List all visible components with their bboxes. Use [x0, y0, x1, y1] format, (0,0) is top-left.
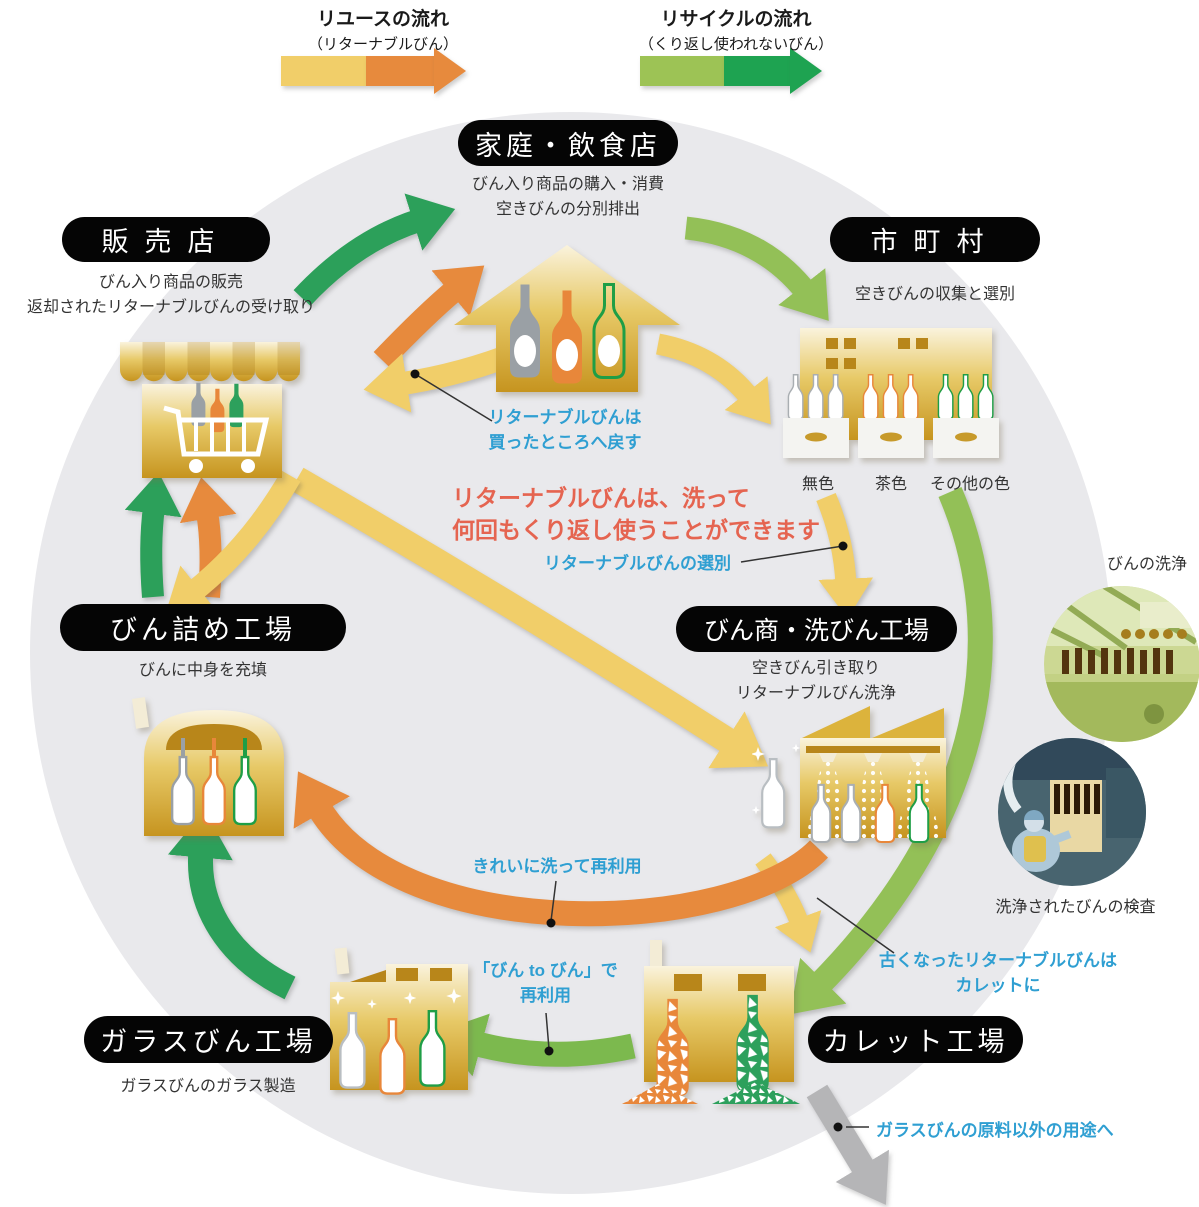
node-bottling-desc: びんに中身を充填 — [98, 658, 308, 683]
legend-recycle: リサイクルの流れ （くり返し使われないびん） — [596, 4, 876, 54]
photo-inspection-label: 洗浄されたびんの検査 — [995, 899, 1156, 916]
leader-dots — [410, 369, 848, 1132]
node-home-desc: びん入り商品の購入・消費 空きびんの分別排出 — [418, 172, 718, 222]
arrow-shop-to-bottling-yellow — [165, 470, 301, 614]
text-line: 空きびんの分別排出 — [495, 201, 640, 218]
node-municipality: 市町村 — [830, 217, 1040, 262]
cullet-factory-illustration — [622, 940, 800, 1104]
legend-reuse-arrow — [281, 48, 466, 94]
node-glass: ガラスびん工場 — [84, 1016, 333, 1063]
note-center: リターナブルびんは、洗って 何回もくり返し使うことができます — [452, 482, 832, 546]
legend-reuse-title: リユースの流れ — [316, 9, 450, 30]
text-line: リターナブルびんは、洗って — [452, 485, 750, 511]
node-shop: 販売店 — [62, 217, 270, 262]
node-glass-label: ガラスびん工場 — [100, 1027, 317, 1057]
arrow-municipality-to-cullet-green — [789, 487, 993, 1015]
text-line: 「びん to びん」で — [473, 961, 618, 980]
note-sorting: リターナブルびんの選別 — [544, 554, 731, 573]
arrow-municipality-to-washer-yellow — [816, 492, 873, 619]
glass-factory-illustration — [330, 947, 468, 1095]
arrow-washer-to-bottling-orange — [293, 771, 828, 927]
text-line: カレットに — [955, 976, 1041, 995]
arrow-shop-to-washer-yellow — [290, 467, 769, 769]
node-shop-desc: びん入り商品の販売 返却されたリターナブルびんの受け取り — [6, 270, 336, 320]
leader-lines — [414, 373, 895, 1128]
note-return-to-shop: リターナブルびんは 買ったところへ戻す — [455, 405, 675, 455]
text-line: 空きびん引き取り — [751, 660, 880, 677]
sparkle-icon — [752, 747, 765, 761]
note-bin-to-bin: 「びん to びん」で 再利用 — [453, 958, 638, 1008]
legend-recycle-subtitle: （くり返し使われないびん） — [638, 36, 834, 53]
text-line: 古くなったリターナブルびんは — [879, 951, 1117, 970]
arrow-cullet-to-other-gray — [806, 1084, 889, 1205]
text-line: 再利用 — [520, 986, 571, 1005]
arrow-home-to-municipality-green — [684, 216, 829, 321]
node-home: 家庭・飲食店 — [458, 120, 678, 166]
node-shop-label: 販売店 — [101, 227, 231, 257]
legend-recycle-arrow — [640, 48, 822, 94]
text-line: びんに中身を充填 — [138, 662, 267, 679]
node-municipality-desc: 空きびんの収集と選別 — [835, 282, 1035, 307]
sparkle-icon — [752, 805, 761, 815]
washer-illustration — [752, 706, 946, 843]
arrow-home-to-municipality-yellow — [655, 333, 771, 425]
node-washer-desc: 空きびん引き取り リターナブルびん洗浄 — [691, 656, 941, 706]
note-wash-reuse: きれいに洗って再利用 — [472, 857, 642, 876]
node-glass-desc: ガラスびんのガラス製造 — [98, 1074, 318, 1099]
note-other-use: ガラスびんの原料以外の用途へ — [876, 1121, 1114, 1140]
photo-washing — [1044, 586, 1199, 742]
text-line: びん入り商品の販売 — [98, 274, 243, 291]
legend-reuse: リユースの流れ （リターナブルびん） — [248, 4, 518, 54]
arrow-washer-to-cullet-yellow — [755, 853, 822, 953]
photo-washing-label: びんの洗浄 — [1106, 556, 1187, 573]
text-line: リターナブルびん洗浄 — [735, 685, 896, 702]
municipality-illustration — [783, 328, 999, 458]
arrow-shop-to-home-orange — [373, 265, 485, 368]
node-washer: びん商・洗びん工場 — [676, 606, 957, 652]
arrow-bottling-to-shop-green — [124, 472, 182, 598]
text-line: リターナブルびんは — [488, 408, 642, 427]
home-illustration — [454, 245, 680, 392]
text-line: 空きびんの収集と選別 — [854, 286, 1015, 303]
arrow-glass-to-bottling-green — [167, 810, 296, 1000]
sparkle-icon — [791, 743, 801, 753]
crate-label-colorless: 無色 — [801, 476, 834, 493]
node-bottling-label: びん詰め工場 — [110, 615, 296, 645]
note-old-to-cullet: 古くなったリターナブルびんは カレットに — [878, 948, 1118, 998]
node-home-label: 家庭・飲食店 — [475, 130, 661, 161]
crate-other-colors — [933, 374, 999, 458]
node-cullet: カレット工場 — [808, 1016, 1023, 1063]
crate-label-other: その他の色 — [929, 476, 1010, 493]
bottling-illustration — [131, 697, 284, 836]
shop-illustration — [120, 342, 300, 478]
crate-colorless — [783, 374, 849, 458]
crate-label-brown: 茶色 — [874, 476, 907, 493]
photo-inspection — [998, 738, 1146, 886]
legend-reuse-subtitle: （リターナブルびん） — [307, 36, 458, 53]
text-line: 買ったところへ戻す — [488, 433, 642, 452]
crate-brown — [858, 374, 924, 458]
node-washer-label: びん商・洗びん工場 — [703, 617, 929, 645]
legend-recycle-title: リサイクルの流れ — [660, 9, 812, 30]
text-line: 何回もくり返し使うことができます — [452, 517, 820, 543]
text-line: 返却されたリターナブルびんの受け取り — [26, 299, 315, 316]
node-cullet-label: カレット工場 — [822, 1027, 1009, 1057]
arrow-cullet-to-glass-green — [435, 1013, 636, 1077]
node-bottling: びん詰め工場 — [60, 604, 346, 651]
text-line: びん入り商品の購入・消費 — [471, 176, 664, 193]
node-municipality-label: 市町村 — [870, 227, 1000, 257]
text-line: ガラスびんのガラス製造 — [120, 1078, 296, 1095]
arrow-shop-to-home-green — [293, 193, 456, 306]
cart-icon — [163, 405, 270, 473]
